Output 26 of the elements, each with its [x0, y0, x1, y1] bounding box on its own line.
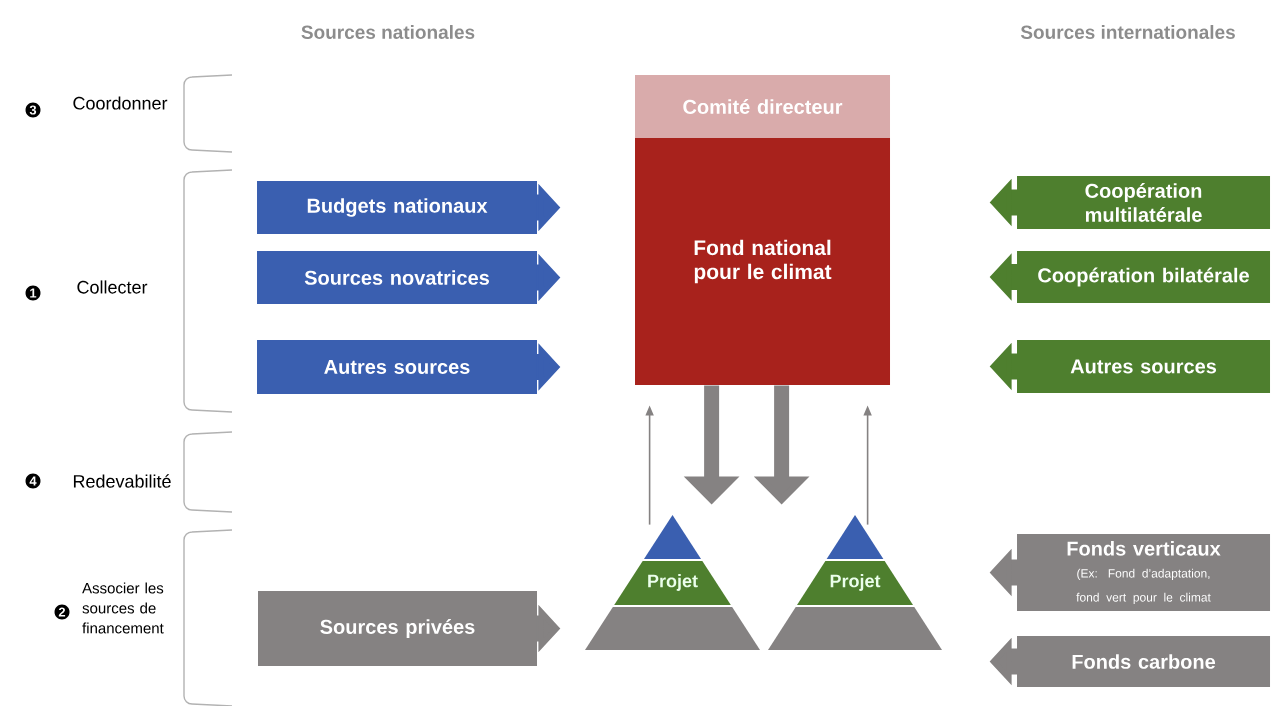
step-number: 1 — [25, 285, 41, 301]
node-label: Budgets nationaux — [307, 198, 488, 217]
node-label: Sources privées — [320, 619, 475, 638]
node-label: Sources novatrices — [304, 270, 490, 285]
source-box: Autres sources — [1017, 340, 1270, 393]
column-heading: Sources nationales — [301, 25, 475, 39]
step-number: 3 — [25, 102, 41, 118]
step-label: Collecter — [77, 280, 148, 294]
source-box: Fonds verticaux (Ex: Fond d’adaptation, fond vert pour le climat — [1017, 534, 1270, 611]
step-label: Coordonner — [73, 96, 168, 110]
project-pyramid: Projet — [585, 515, 760, 650]
step-number: 2 — [54, 604, 70, 620]
project-pyramid: Projet — [768, 515, 942, 650]
node-label: Autres sources — [324, 360, 470, 374]
column-heading: Sources internationales — [1020, 25, 1235, 39]
source-box: Sources privées — [258, 591, 537, 666]
source-box: Fond national pour le climat — [635, 138, 890, 385]
node-label: Projet — [830, 574, 881, 591]
step-label: Redevabilité — [73, 474, 171, 488]
source-box: Fonds carbone — [1017, 636, 1270, 687]
node-label: Projet — [648, 574, 698, 591]
source-box: Comité directeur — [635, 75, 890, 138]
source-box: Coopération bilatérale — [1017, 251, 1270, 303]
source-box: Coopération multilatérale — [1017, 176, 1270, 229]
step-number: 4 — [25, 473, 41, 489]
step-label: Associer les sources de financement — [82, 582, 164, 634]
